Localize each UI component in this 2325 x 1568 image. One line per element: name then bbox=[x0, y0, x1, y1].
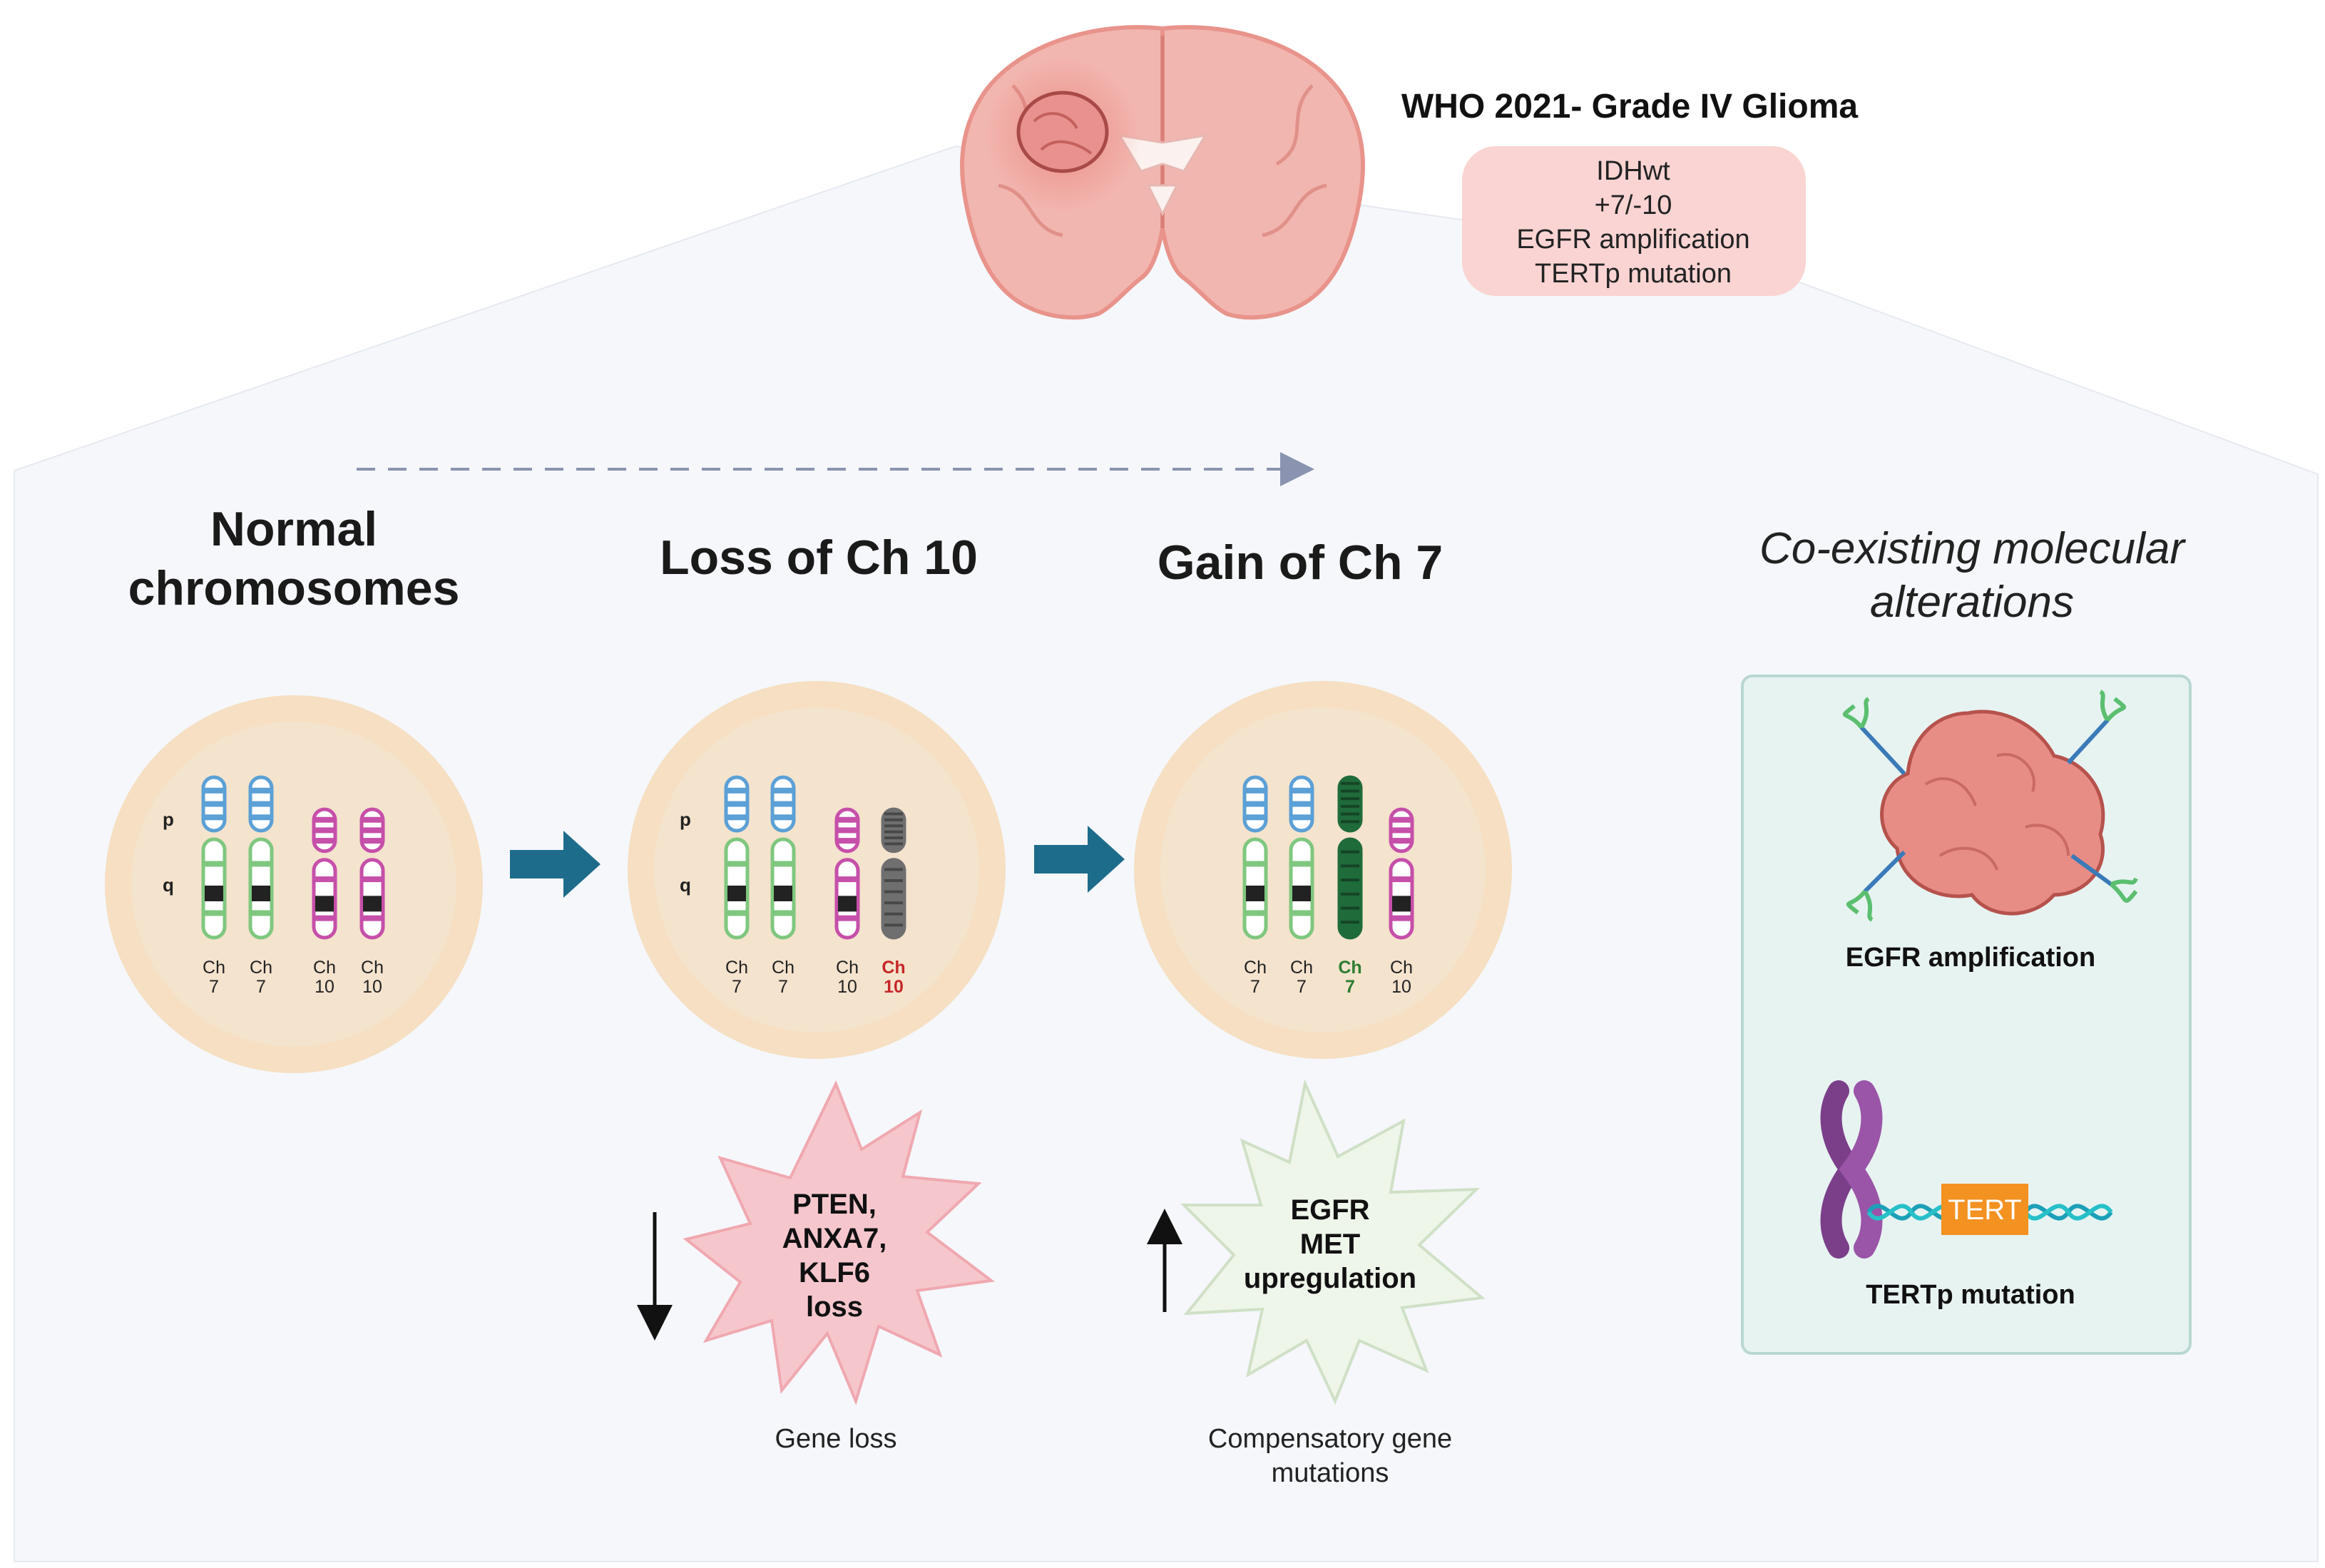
cell-loss bbox=[628, 681, 1006, 1059]
label-ch7c-gained-num: 7 bbox=[1345, 977, 1355, 997]
coexist-title-line1: Co-existing molecular bbox=[1759, 524, 2186, 573]
arm-label-q-loss: q bbox=[680, 874, 691, 896]
label-ch7b-gain-ch: Ch bbox=[1290, 958, 1313, 978]
marker-tertp: TERTp mutation bbox=[1535, 259, 1732, 289]
label-ch7b-gain-num: 7 bbox=[1297, 977, 1307, 997]
normal-title-line1: Normal bbox=[210, 502, 377, 556]
brain-illustration bbox=[959, 25, 1366, 320]
label-ch7b-normal-num: 7 bbox=[256, 977, 266, 997]
coexist-title-line2: alterations bbox=[1870, 578, 2074, 627]
gene-gain-burst bbox=[1180, 1079, 1486, 1405]
chromosome-10b-lost bbox=[881, 807, 906, 940]
arm-label-p-loss: p bbox=[680, 809, 691, 830]
gene-gain-caption-line1: Compensatory gene bbox=[1208, 1424, 1452, 1454]
label-ch10a-loss-num: 10 bbox=[837, 977, 857, 997]
arm-label-q-normal: q bbox=[163, 874, 174, 896]
gain-title: Gain of Ch 7 bbox=[1158, 536, 1443, 590]
tertp-mutation-label: TERTp mutation bbox=[1866, 1280, 2075, 1310]
label-ch7b-normal-ch: Ch bbox=[250, 958, 272, 978]
label-ch7a-loss-num: 7 bbox=[732, 977, 742, 997]
marker-egfr: EGFR amplification bbox=[1516, 225, 1749, 255]
label-ch7a-loss-ch: Ch bbox=[725, 958, 748, 978]
label-ch10-gain-ch: Ch bbox=[1390, 958, 1413, 978]
label-ch7a-normal-ch: Ch bbox=[203, 958, 225, 978]
marker-idhwt: IDHwt bbox=[1596, 156, 1670, 186]
chromosome-7b-loss bbox=[770, 775, 796, 940]
label-ch10-gain-num: 10 bbox=[1391, 977, 1411, 997]
chromosome-7b-gain bbox=[1289, 775, 1314, 940]
label-ch10b-lost-num: 10 bbox=[884, 977, 904, 997]
label-ch10b-normal-num: 10 bbox=[362, 977, 382, 997]
tert-chromosome-icon bbox=[1820, 1080, 1883, 1259]
gene-gain-caption-line2: mutations bbox=[1272, 1458, 1389, 1488]
egfr-tumor-icon bbox=[1880, 709, 2105, 916]
tert-box bbox=[1941, 1184, 2028, 1235]
chromosome-7a-loss bbox=[724, 775, 750, 940]
brain-tumor bbox=[1016, 91, 1109, 173]
label-ch10a-normal-num: 10 bbox=[315, 977, 334, 997]
arm-label-p-normal: p bbox=[163, 809, 174, 830]
loss-burst-line4: loss bbox=[806, 1291, 863, 1323]
label-ch10b-normal-ch: Ch bbox=[361, 958, 384, 978]
label-ch7a-gain-ch: Ch bbox=[1244, 958, 1267, 978]
label-ch7b-loss-num: 7 bbox=[778, 977, 788, 997]
gene-loss-burst bbox=[683, 1080, 996, 1405]
egfr-amplification-label: EGFR amplification bbox=[1846, 943, 2095, 973]
arrow-loss-to-gain bbox=[1034, 826, 1125, 893]
dna-strand-icon bbox=[1866, 1204, 2113, 1221]
chromosome-layer: Ch7Ch7Ch10Ch10Ch7Ch7Ch10Ch10Ch7Ch7Ch7Ch1… bbox=[201, 775, 1414, 997]
label-ch7b-loss-ch: Ch bbox=[772, 958, 794, 978]
loss-title: Loss of Ch 10 bbox=[660, 531, 978, 585]
normal-title-line2: chromosomes bbox=[128, 561, 460, 615]
gain-burst-line2: MET bbox=[1300, 1229, 1360, 1260]
label-ch7a-normal-num: 7 bbox=[209, 977, 219, 997]
chromosome-10a-loss bbox=[834, 807, 860, 940]
egfr-receptor-icon bbox=[1842, 690, 2138, 922]
label-ch10a-normal-ch: Ch bbox=[313, 958, 336, 978]
label-ch10a-loss-ch: Ch bbox=[836, 958, 859, 978]
gene-loss-caption: Gene loss bbox=[775, 1424, 896, 1454]
marker-box bbox=[1462, 146, 1806, 296]
loss-burst-line3: KLF6 bbox=[799, 1257, 870, 1288]
cell-normal bbox=[105, 695, 483, 1073]
arrow-normal-to-loss bbox=[510, 831, 601, 898]
marker-7-10: +7/-10 bbox=[1595, 190, 1672, 220]
chromosome-10-gain bbox=[1389, 807, 1414, 940]
tert-box-label: TERT bbox=[1948, 1194, 2022, 1226]
header-title: WHO 2021- Grade IV Glioma bbox=[1401, 88, 1859, 125]
gain-burst-line3: upregulation bbox=[1244, 1263, 1416, 1294]
loss-burst-line2: ANXA7, bbox=[782, 1223, 887, 1254]
label-ch7a-gain-num: 7 bbox=[1250, 977, 1260, 997]
chromosome-10a-normal bbox=[312, 807, 337, 940]
chromosome-7c-gained bbox=[1337, 775, 1363, 940]
chromosome-7a-normal bbox=[201, 775, 227, 940]
label-ch10b-lost-ch: Ch bbox=[882, 958, 905, 978]
gain-burst-line1: EGFR bbox=[1290, 1194, 1369, 1226]
chromosome-7b-normal bbox=[248, 775, 274, 940]
label-ch7c-gained-ch: Ch bbox=[1338, 958, 1361, 978]
cell-gain bbox=[1134, 681, 1512, 1059]
chromosome-7a-gain bbox=[1242, 775, 1268, 940]
loss-burst-line1: PTEN, bbox=[792, 1189, 877, 1220]
chromosome-10b-normal bbox=[359, 807, 385, 940]
